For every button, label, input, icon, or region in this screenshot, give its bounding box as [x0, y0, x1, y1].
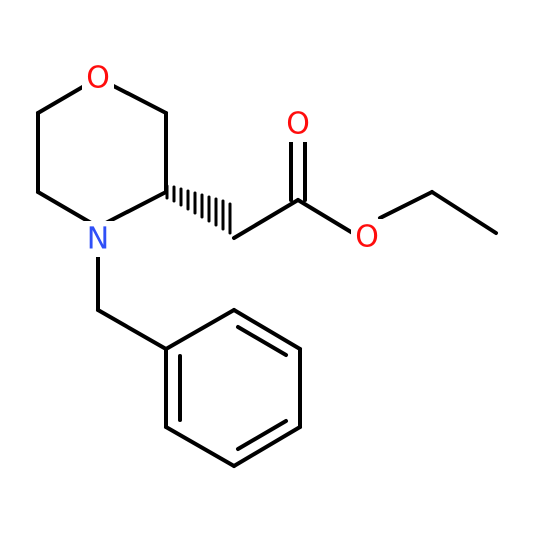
ring-nitrogen-label: N [87, 222, 109, 257]
morpholine-ring [36, 76, 168, 229]
bond-ethyl [430, 190, 498, 235]
bond-ch2-ring [96, 308, 168, 351]
hashed-wedge-bond [165, 184, 232, 235]
ester-chain [232, 133, 498, 240]
bond-ester-o-ch2 [378, 190, 434, 220]
atom-labels: O N O O [82, 60, 383, 257]
carbonyl-oxygen-label: O [286, 107, 310, 142]
benzyl-group [96, 251, 302, 468]
ring-oxygen-label: O [86, 61, 110, 96]
ester-oxygen-label: O [355, 220, 379, 255]
bond-carbonyl-ester-o [296, 198, 358, 237]
bond-ch2-carbonyl [232, 198, 300, 240]
